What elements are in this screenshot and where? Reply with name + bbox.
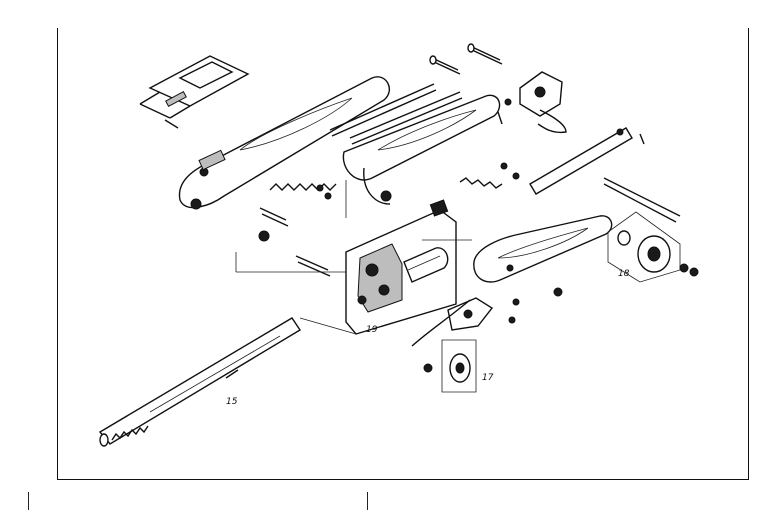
callout-18: 18 [618, 269, 630, 279]
lift-arm-right [342, 94, 501, 205]
pump-assembly [258, 199, 457, 335]
link-bar-right [500, 127, 681, 223]
callout-17: 17 [482, 373, 494, 383]
margin-tick-center [367, 492, 368, 510]
front-caster-assembly [411, 287, 563, 393]
jack-handle [98, 317, 301, 447]
handle-socket-bracket [497, 71, 567, 134]
frame-bottom-border [57, 479, 749, 480]
frame-right-border [748, 28, 749, 480]
frame-left-border [57, 28, 58, 480]
return-springs [259, 177, 503, 277]
frame-side-plate [473, 215, 613, 283]
rear-wheel-assembly [607, 211, 699, 283]
pivot-pins-top [329, 43, 503, 145]
margin-tick-left [28, 492, 29, 510]
assembly-leader-lines [235, 180, 472, 335]
callout-19: 19 [366, 325, 378, 335]
callout-15: 15 [226, 397, 238, 407]
lift-saddle [139, 55, 250, 129]
lift-arm-left [178, 76, 390, 210]
